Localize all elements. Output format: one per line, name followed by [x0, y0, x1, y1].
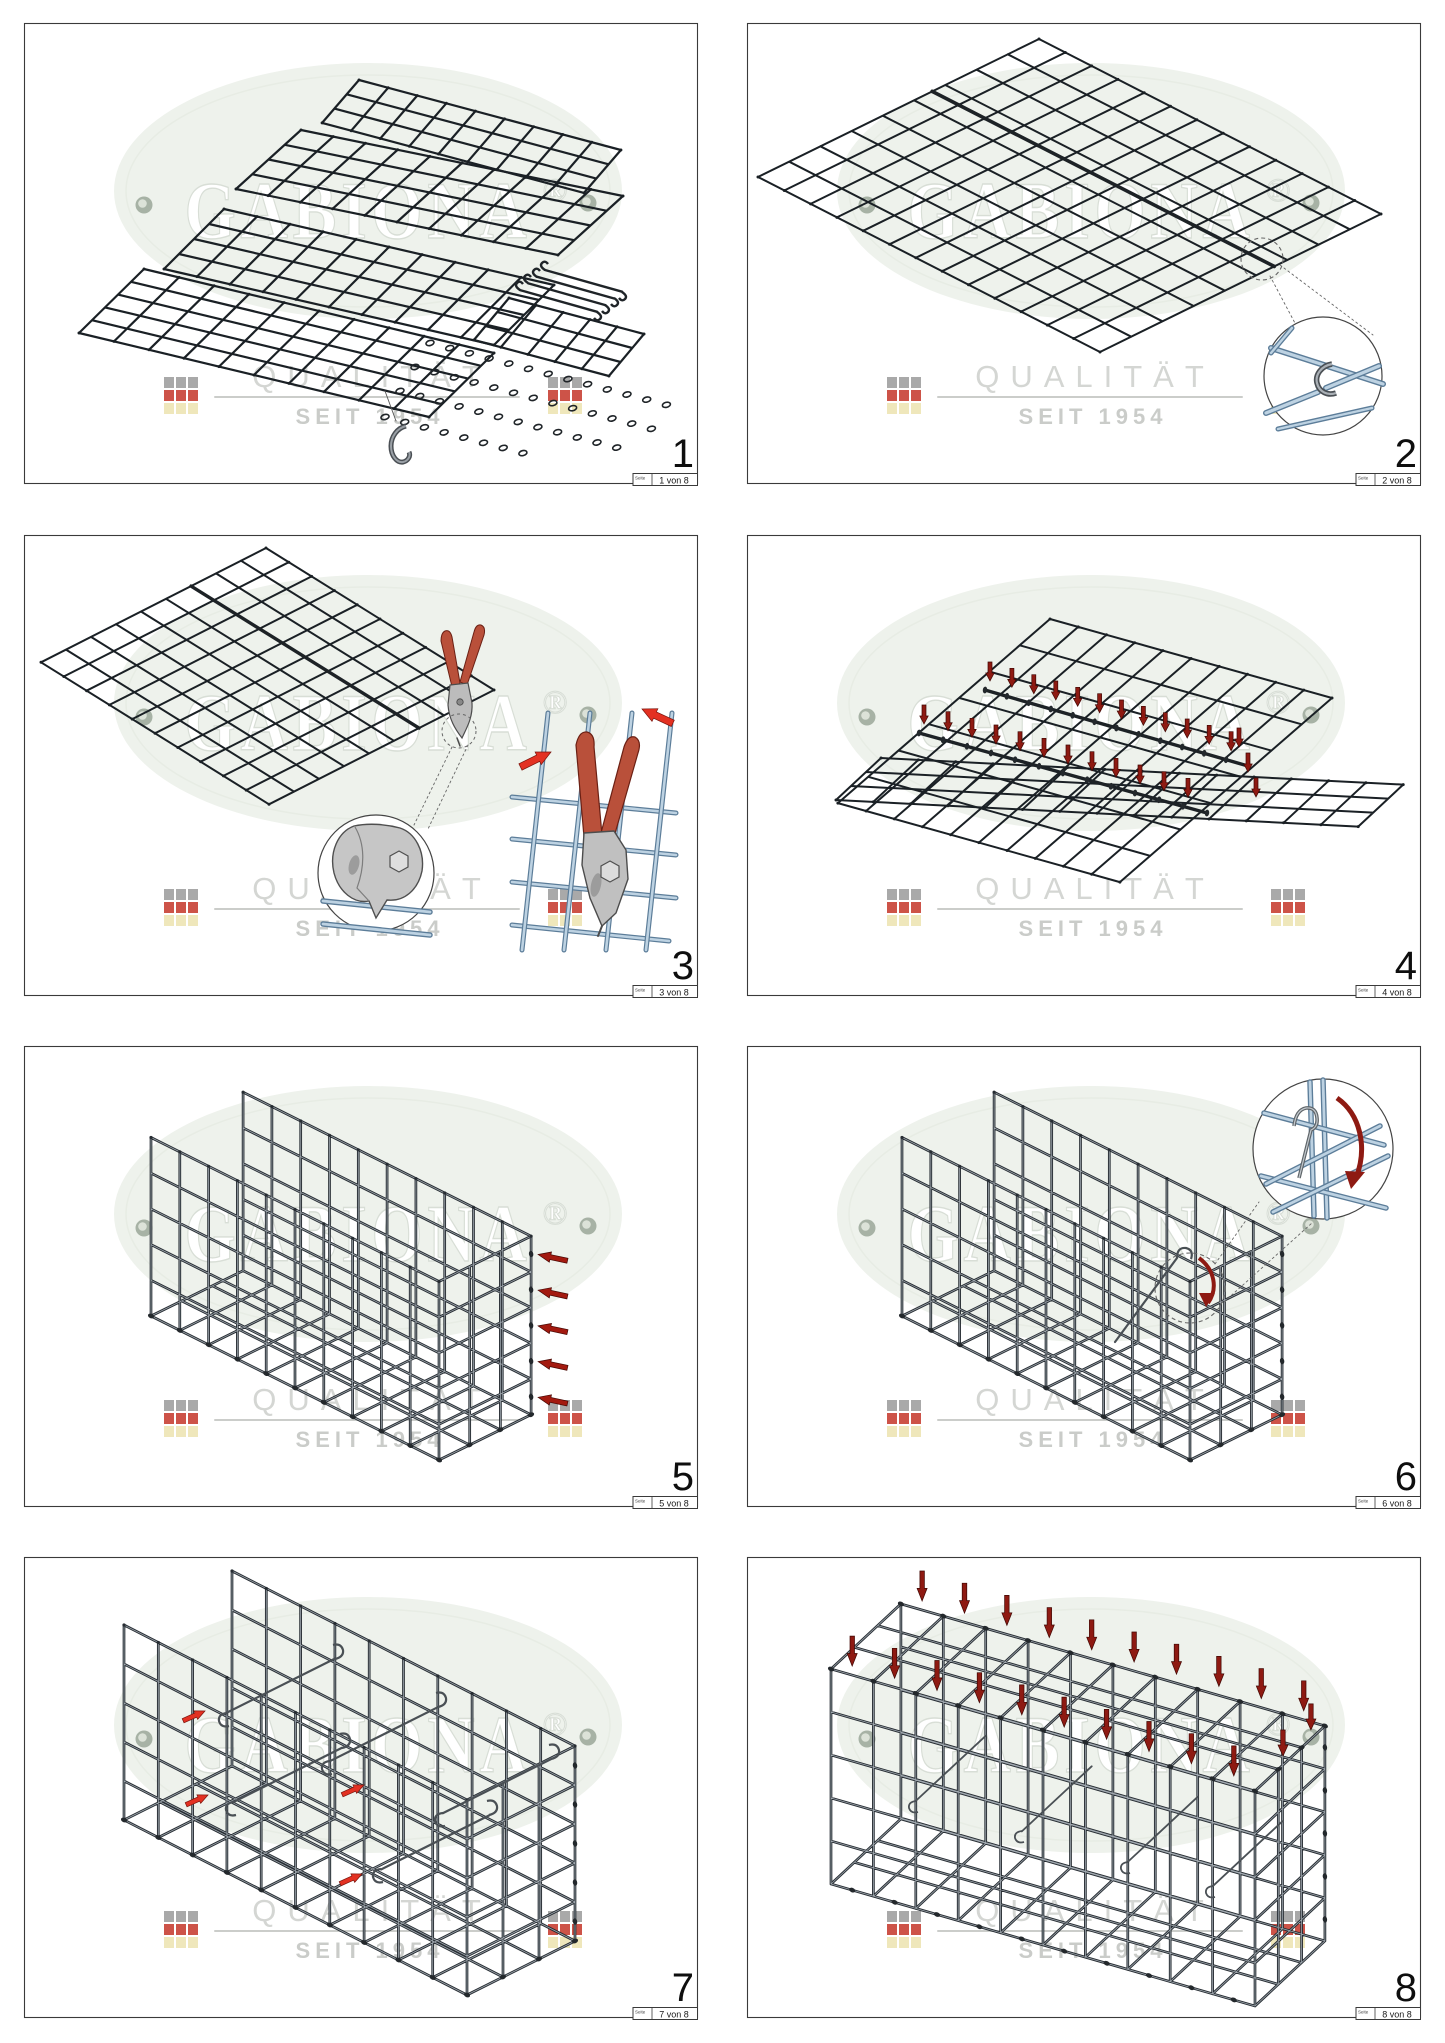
svg-text:Seite: Seite: [635, 2010, 646, 2015]
svg-text:5 von 8: 5 von 8: [659, 1499, 689, 1509]
svg-text:8 von 8: 8 von 8: [1382, 2010, 1412, 2020]
svg-text:3: 3: [672, 944, 694, 988]
svg-text:6 von 8: 6 von 8: [1382, 1499, 1412, 1509]
svg-text:Seite: Seite: [1358, 1499, 1369, 1504]
svg-text:2 von 8: 2 von 8: [1382, 476, 1412, 486]
svg-text:1: 1: [672, 432, 694, 476]
svg-text:Seite: Seite: [1358, 2010, 1369, 2015]
svg-text:4: 4: [1395, 944, 1417, 988]
svg-text:6: 6: [1395, 1455, 1417, 1499]
svg-text:7: 7: [672, 1966, 694, 2010]
svg-text:Seite: Seite: [1358, 988, 1369, 993]
svg-text:2: 2: [1395, 432, 1417, 476]
svg-text:Seite: Seite: [635, 1499, 646, 1504]
svg-text:8: 8: [1395, 1966, 1417, 2010]
svg-text:1 von 8: 1 von 8: [659, 476, 689, 486]
svg-text:3 von 8: 3 von 8: [659, 988, 689, 998]
svg-text:4 von 8: 4 von 8: [1382, 988, 1412, 998]
svg-text:Seite: Seite: [1358, 476, 1369, 481]
svg-text:7 von 8: 7 von 8: [659, 2010, 689, 2020]
svg-text:5: 5: [672, 1455, 694, 1499]
svg-text:Seite: Seite: [635, 988, 646, 993]
svg-text:Seite: Seite: [635, 476, 646, 481]
